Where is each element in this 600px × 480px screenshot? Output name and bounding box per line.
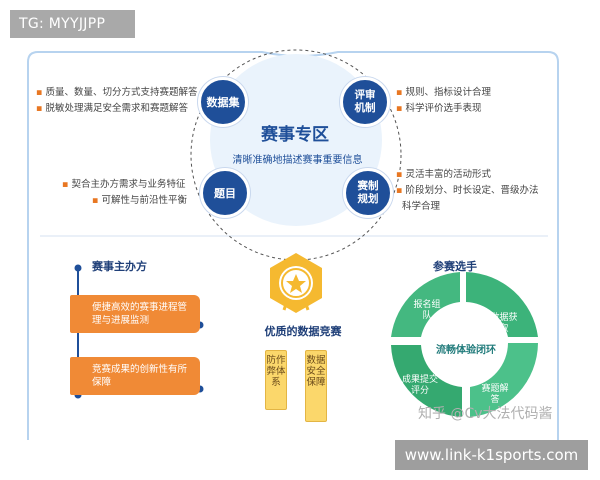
bullet-mid-right-3: 科学合理 (402, 201, 441, 212)
cycle-title: 参赛选手 (433, 260, 477, 273)
cycle-center-label: 流畅体验闭环 (436, 345, 496, 356)
bullet-mid-left-1: ▪契合主办方需求与业务特征 (62, 179, 186, 190)
cycle-label-2: 数据获取 (490, 313, 518, 334)
star-icon (286, 274, 306, 293)
center-glow (210, 54, 382, 226)
bullet-top-right-2: ▪科学评价选手表现 (396, 103, 482, 114)
bullet-mid-right-1: ▪灵活丰富的活动形式 (396, 169, 491, 180)
pillar-data-security: 数据安全保障 (305, 350, 327, 422)
node-data-set: 数据集 (198, 77, 248, 127)
tg-label: TG: MYYJJPP (10, 10, 135, 38)
cycle-seg-2 (466, 272, 538, 337)
cycle-label-3: 赛题解答 (481, 384, 509, 405)
cycle-seg-1 (391, 272, 460, 337)
medal-icon (281, 268, 311, 298)
bullet-mid-right-2: ▪阶段划分、时长设定、晋级办法 (396, 185, 539, 196)
node-topic: 题目 (200, 168, 250, 218)
center-subtitle: 清晰准确地描述赛事重要信息 (232, 155, 363, 166)
node-rules: 赛制规划 (343, 168, 393, 218)
center-title: 赛事专区 (261, 125, 329, 145)
bullet-top-left-2: ▪脱敏处理满足安全需求和赛题解答 (36, 103, 188, 114)
cycle-center-bg (428, 307, 504, 383)
timeline-dot-top (74, 264, 82, 272)
cycle-seg-3 (470, 343, 538, 417)
badge-label: 优质的数据竞赛 (264, 325, 342, 338)
zhihu-watermark: 知乎 @Cv大法代码酱 (418, 406, 553, 422)
bullet-top-left-1: ▪质量、数量、切分方式支持赛题解答 (36, 87, 198, 98)
cycle-diagram (391, 272, 538, 417)
cycle-seg-4 (391, 345, 462, 417)
bullet-mid-left-2: ▪可解性与前沿性平衡 (92, 195, 187, 206)
pillar-anti-cheat: 防作弊体系 (265, 350, 287, 410)
organizer-title: 赛事主办方 (92, 260, 147, 273)
cycle-label-4: 成果提交评分 (401, 375, 438, 396)
bullet-top-right-1: ▪规则、指标设计合理 (396, 87, 491, 98)
organizer-box-1: 便捷高效的赛事进程管理与进展监测 (70, 295, 200, 333)
cycle-label-1: 报名组队 (413, 300, 441, 321)
site-banner: www.link-k1sports.com (395, 440, 588, 470)
node-review: 评审机制 (340, 77, 390, 127)
organizer-box-2: 竞赛成果的创新性有所保障 (70, 357, 200, 395)
